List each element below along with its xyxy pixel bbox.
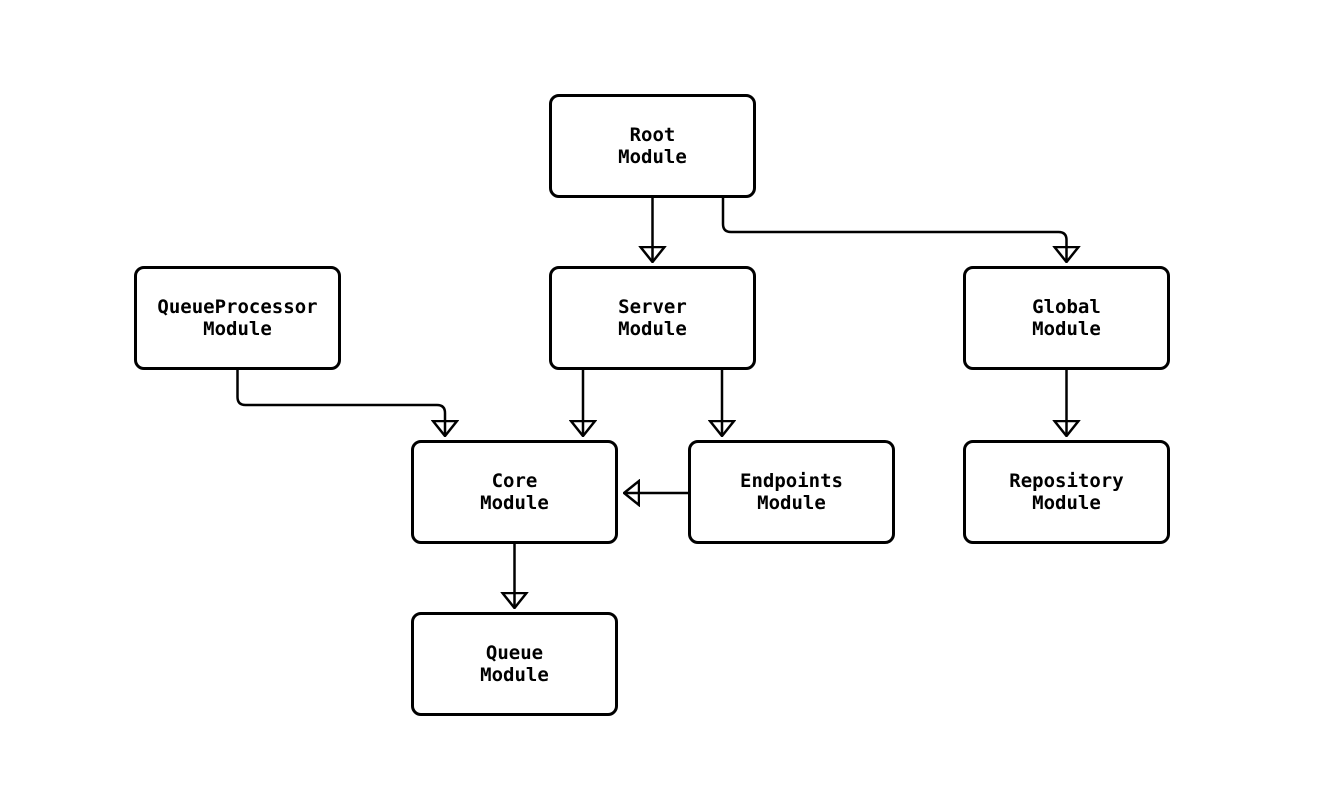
node-core-module-label: Core Module — [480, 470, 549, 514]
node-root-module-label: Root Module — [618, 124, 687, 168]
node-core-module: Core Module — [411, 440, 618, 544]
node-queueprocessor-module-label: QueueProcessor Module — [157, 296, 318, 340]
node-repository-module: Repository Module — [963, 440, 1170, 544]
edge-queueprocessor-to-core-arrow — [236, 370, 446, 436]
node-repository-module-label: Repository Module — [1009, 470, 1124, 514]
node-queue-module: Queue Module — [411, 612, 618, 716]
node-server-module-label: Server Module — [618, 296, 687, 340]
node-queueprocessor-module: QueueProcessor Module — [134, 266, 341, 370]
node-global-module: Global Module — [963, 266, 1170, 370]
edge-root-to-global-arrow — [721, 198, 1067, 262]
node-server-module: Server Module — [549, 266, 756, 370]
node-global-module-label: Global Module — [1032, 296, 1101, 340]
node-endpoints-module: Endpoints Module — [688, 440, 895, 544]
node-queue-module-label: Queue Module — [480, 642, 549, 686]
node-endpoints-module-label: Endpoints Module — [740, 470, 843, 514]
node-root-module: Root Module — [549, 94, 756, 198]
